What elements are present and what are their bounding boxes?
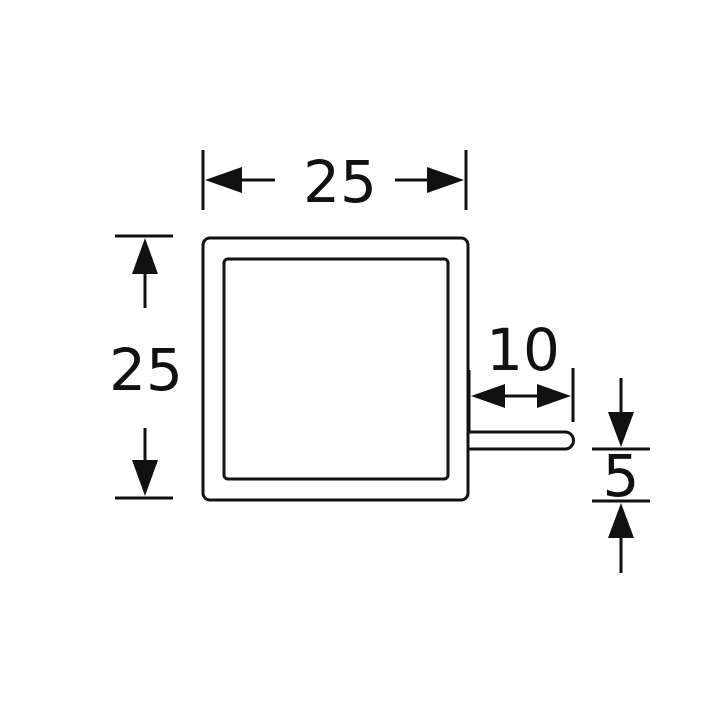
inner-profile-outline: [222, 257, 450, 481]
fin-arrow-left: [471, 384, 505, 408]
width-label: 25: [303, 148, 377, 216]
fin-arrow-right: [537, 384, 571, 408]
thickness-arrow-bottom: [608, 503, 634, 538]
fin-thickness-dimension: 5: [592, 378, 650, 573]
fin-thickness-label: 5: [603, 442, 640, 510]
width-dimension: 25: [201, 148, 468, 216]
width-arrow-right: [427, 167, 464, 193]
fin-outline: [468, 430, 575, 451]
fin-length-dimension: 10: [467, 316, 575, 432]
fin-length-label: 10: [486, 316, 560, 384]
width-arrow-left: [205, 167, 242, 193]
height-dimension: 25: [109, 234, 183, 500]
height-arrow-bottom: [132, 460, 158, 496]
height-label: 25: [109, 336, 183, 404]
thickness-arrow-top: [608, 412, 634, 447]
outer-profile-outline: [201, 236, 470, 502]
height-arrow-top: [132, 238, 158, 274]
